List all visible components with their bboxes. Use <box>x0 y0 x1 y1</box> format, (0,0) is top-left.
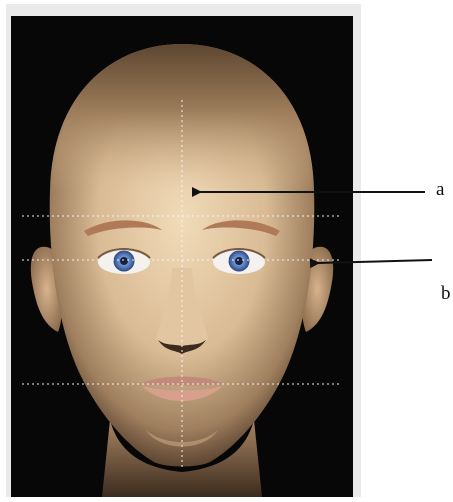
label-b: b <box>441 284 451 303</box>
label-a: a <box>436 180 444 199</box>
left-pupil <box>120 257 128 265</box>
right-pupil <box>235 257 243 265</box>
